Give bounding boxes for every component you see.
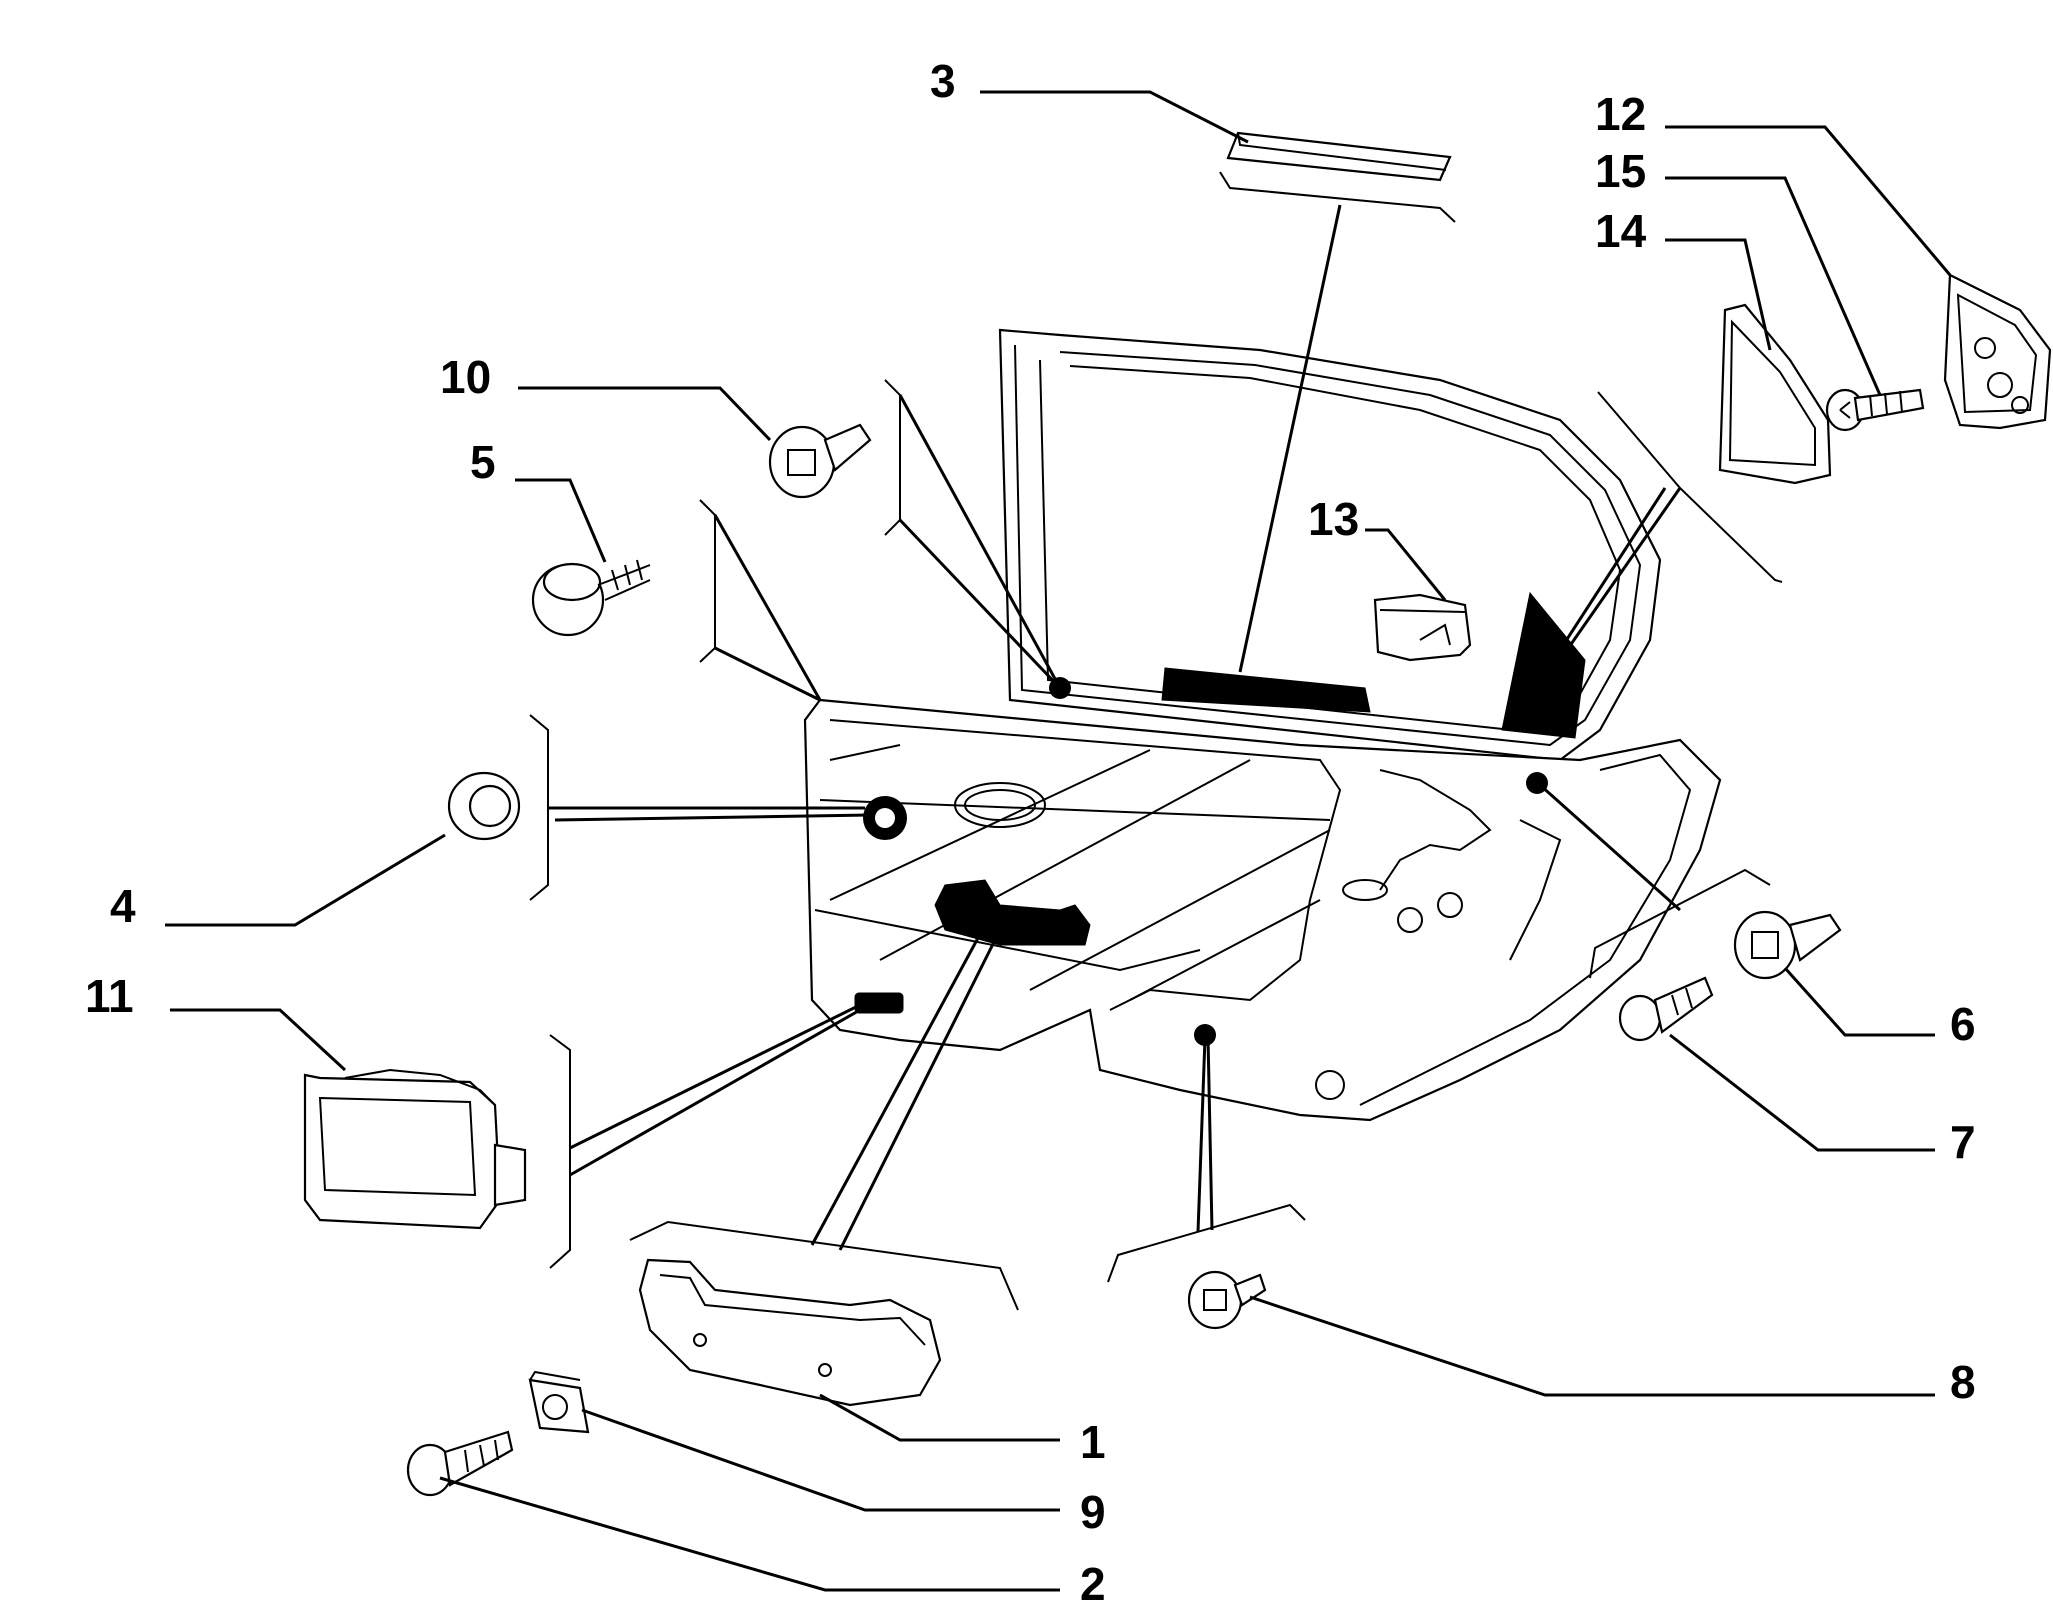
callout-13: 13 (1308, 493, 1359, 545)
part-1-armrest-handle (638, 1258, 942, 1407)
callout-10: 10 (440, 351, 491, 403)
part-8-clip (1187, 1270, 1267, 1330)
part-2-bolt (406, 1430, 514, 1497)
leader-lines (165, 90, 1952, 1592)
callout-3: 3 (930, 55, 956, 107)
part-6-clip (1733, 910, 1842, 980)
part-10-clip (768, 423, 872, 499)
callout-11: 11 (85, 970, 134, 1022)
callout-14: 14 (1595, 205, 1647, 257)
callout-12: 12 (1595, 88, 1646, 140)
part-15-screw (1825, 388, 1925, 432)
part-4-grommet (447, 771, 521, 841)
callout-8: 8 (1950, 1356, 1976, 1408)
part-11-handle-bezel (303, 1068, 527, 1230)
callout-6: 6 (1950, 998, 1976, 1050)
part-7-bolt (1618, 976, 1714, 1042)
part-9-clip-nut (528, 1370, 590, 1434)
callout-7: 7 (1950, 1116, 1976, 1168)
callout-4: 4 (110, 880, 136, 932)
callout-9: 9 (1080, 1486, 1106, 1538)
part-3-window-seal (1226, 131, 1452, 182)
part-14-corner-trim (1718, 303, 1832, 485)
part-13-retainer-clip (1373, 593, 1472, 662)
callout-5: 5 (470, 436, 496, 488)
rear-door-panel (803, 328, 1722, 1122)
callout-15: 15 (1595, 145, 1646, 197)
callout-1: 1 (1080, 1416, 1106, 1468)
callout-2: 2 (1080, 1558, 1106, 1601)
part-5-push-rivet (531, 559, 651, 637)
part-12-mirror-cover (1943, 273, 2052, 430)
callout-labels: 1 2 3 4 5 6 7 8 9 10 11 12 13 14 15 (85, 55, 1976, 1601)
